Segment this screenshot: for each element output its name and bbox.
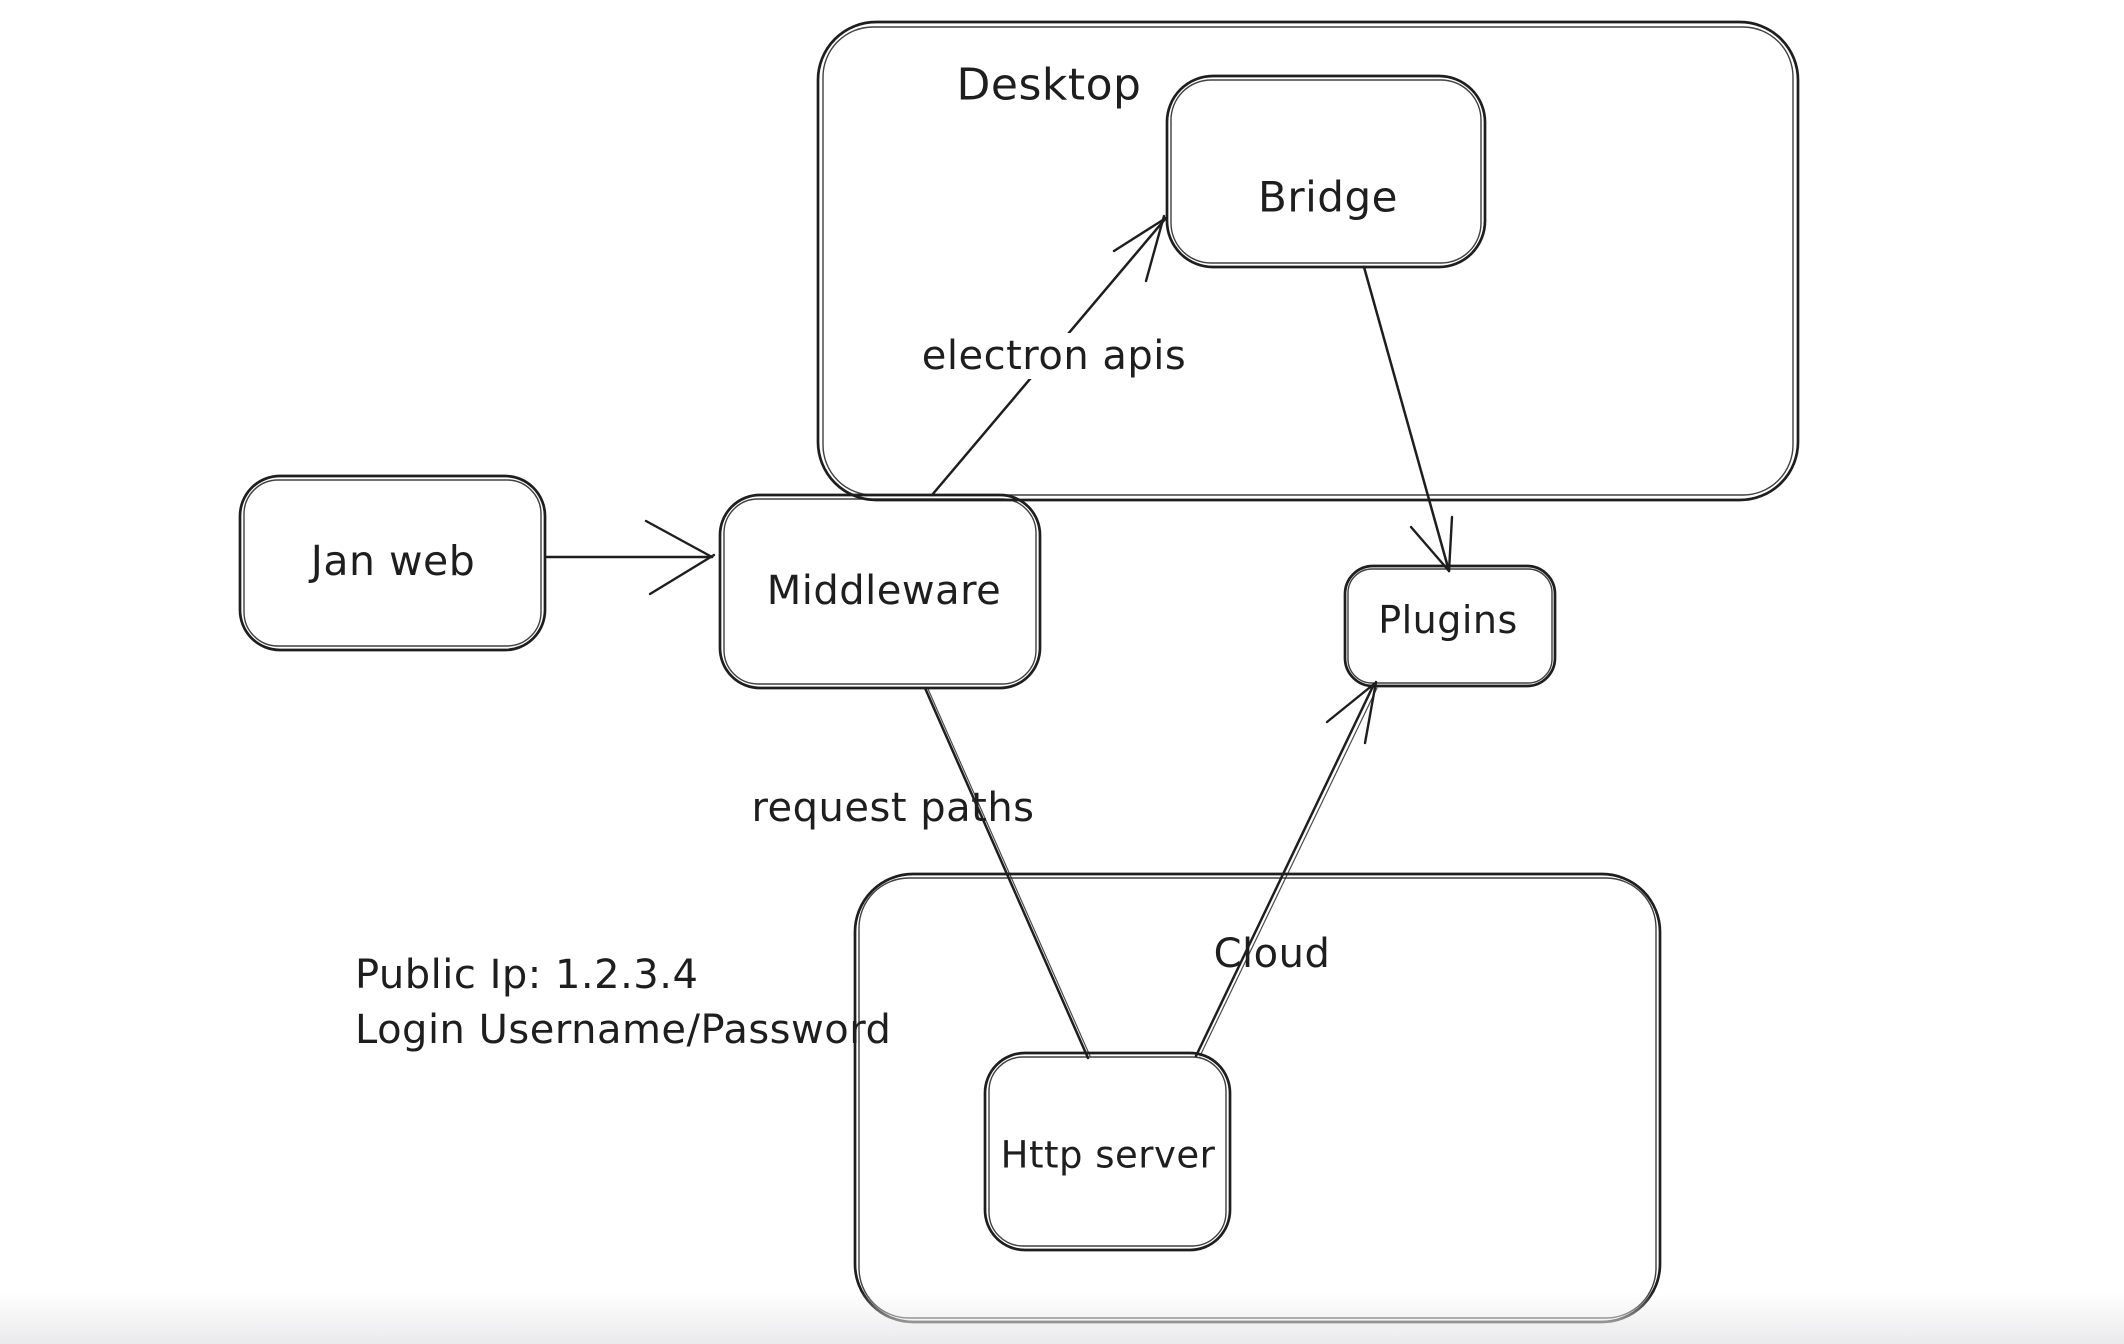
jan-web-box-stroke-2 [243, 479, 542, 647]
http-server-box-stroke [983, 1051, 1232, 1252]
middleware-box-stroke-2 [723, 498, 1037, 685]
desktop-container-box [816, 20, 1800, 502]
edge-middleware-to-httpserver [923, 686, 1091, 1060]
middleware-box-stroke [718, 493, 1042, 690]
request-paths-edge-label: request paths [751, 785, 1035, 831]
http-server-box [983, 1051, 1232, 1252]
electron-apis-edge-label: electron apis [911, 333, 1197, 379]
edge-janweb-to-middleware [545, 519, 716, 596]
bottom-shadow-gradient [0, 1292, 2124, 1344]
edge-httpserver-to-plugins-shaft-2 [1199, 687, 1378, 1057]
edge-bridge-to-plugins [1362, 265, 1454, 573]
edge-middleware-to-bridge-arrowhead-2 [1144, 214, 1166, 283]
public-ip-line2: Login Username/Password [355, 1007, 892, 1053]
edge-middleware-to-httpserver-shaft-2 [927, 688, 1091, 1057]
edge-httpserver-to-plugins [1194, 680, 1378, 1058]
edge-bridge-to-plugins-shaft [1362, 265, 1451, 573]
edge-bridge-to-plugins-arrowhead [1409, 525, 1451, 573]
jan-web-box [238, 474, 547, 652]
edge-httpserver-to-plugins-arrowhead-2 [1363, 680, 1378, 745]
http-server-label: Http server [1000, 1133, 1216, 1177]
bridge-label: Bridge [1258, 172, 1398, 222]
edge-middleware-to-bridge-arrowhead [1112, 216, 1168, 253]
http-server-box-stroke-2 [988, 1056, 1227, 1247]
cloud-container-label: Cloud [1213, 931, 1331, 977]
edge-janweb-to-middleware-arrowhead [644, 519, 714, 559]
jan-web-box-stroke [238, 474, 547, 652]
desktop-container-label: Desktop [956, 59, 1142, 111]
middleware-label: Middleware [766, 568, 1002, 614]
edge-httpserver-to-plugins-shaft [1194, 682, 1376, 1058]
bridge-box [1165, 74, 1487, 269]
plugins-label: Plugins [1378, 598, 1518, 642]
desktop-container-stroke [816, 20, 1800, 502]
edge-middleware-to-httpserver-shaft [923, 686, 1090, 1060]
middleware-box [718, 493, 1042, 690]
bridge-box-stroke [1165, 74, 1487, 269]
bridge-box-stroke-2 [1170, 79, 1482, 264]
desktop-container-stroke-2 [822, 26, 1794, 496]
edge-httpserver-to-plugins-arrowhead [1325, 682, 1376, 724]
edge-janweb-to-middleware-arrowhead-2 [648, 553, 716, 596]
public-ip-annotation: Public Ip: 1.2.3.4 Login Username/Passwo… [355, 948, 891, 1058]
jan-web-label: Jan web [310, 537, 476, 585]
public-ip-line1: Public Ip: 1.2.3.4 [355, 952, 699, 998]
edge-bridge-to-plugins-arrowhead-2 [1447, 515, 1454, 573]
